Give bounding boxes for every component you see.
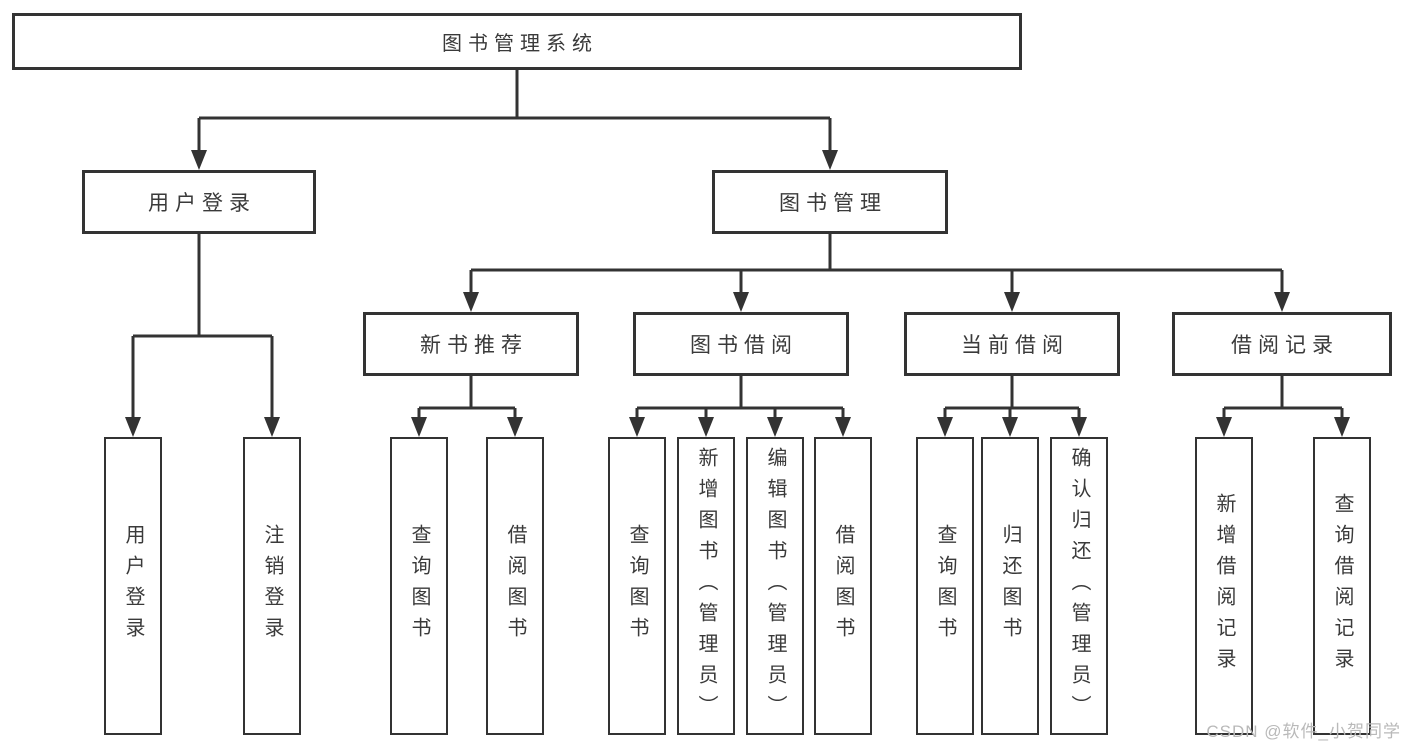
leaf-confirm-return-admin-label: 确认归还（管理员） xyxy=(1068,446,1090,726)
node-new-book-recommend-label: 新书推荐 xyxy=(420,334,528,357)
leaf-query-books-borrow-label: 查询图书 xyxy=(626,524,648,648)
leaf-return-book: 归还图书 xyxy=(981,437,1039,735)
node-book-borrow-label: 图书借阅 xyxy=(690,334,798,357)
node-user-login-label: 用户登录 xyxy=(148,192,256,215)
leaf-confirm-return-admin: 确认归还（管理员） xyxy=(1050,437,1108,735)
leaf-return-book-label: 归还图书 xyxy=(999,524,1021,648)
leaf-query-books-current: 查询图书 xyxy=(916,437,974,735)
leaf-query-borrow-record-label: 查询借阅记录 xyxy=(1331,493,1353,679)
leaf-borrow-books-recommend: 借阅图书 xyxy=(486,437,544,735)
leaf-add-borrow-record: 新增借阅记录 xyxy=(1195,437,1253,735)
leaf-borrow-books: 借阅图书 xyxy=(814,437,872,735)
leaf-user-login-label: 用户登录 xyxy=(122,524,144,648)
node-book-borrow: 图书借阅 xyxy=(633,312,849,376)
csdn-watermark: CSDN @软件_小贺同学 xyxy=(1206,722,1401,741)
leaf-add-book-admin: 新增图书（管理员） xyxy=(677,437,735,735)
leaf-query-books-recommend: 查询图书 xyxy=(390,437,448,735)
node-new-book-recommend: 新书推荐 xyxy=(363,312,579,376)
leaf-query-borrow-record: 查询借阅记录 xyxy=(1313,437,1371,735)
leaf-add-book-admin-label: 新增图书（管理员） xyxy=(695,446,717,726)
leaf-query-books-recommend-label: 查询图书 xyxy=(408,524,430,648)
leaf-edit-book-admin-label: 编辑图书（管理员） xyxy=(764,446,786,726)
leaf-logout-label: 注销登录 xyxy=(261,524,283,648)
leaf-logout: 注销登录 xyxy=(243,437,301,735)
leaf-query-books-current-label: 查询图书 xyxy=(934,524,956,648)
node-book-management: 图书管理 xyxy=(712,170,948,234)
node-book-management-label: 图书管理 xyxy=(779,192,887,215)
leaf-borrow-books-label: 借阅图书 xyxy=(832,524,854,648)
leaf-add-borrow-record-label: 新增借阅记录 xyxy=(1213,493,1235,679)
leaf-user-login: 用户登录 xyxy=(104,437,162,735)
leaf-borrow-books-recommend-label: 借阅图书 xyxy=(504,524,526,648)
node-borrow-records-label: 借阅记录 xyxy=(1231,334,1339,357)
node-current-borrow: 当前借阅 xyxy=(904,312,1120,376)
node-root-label: 图书管理系统 xyxy=(442,33,598,55)
leaf-edit-book-admin: 编辑图书（管理员） xyxy=(746,437,804,735)
node-borrow-records: 借阅记录 xyxy=(1172,312,1392,376)
node-current-borrow-label: 当前借阅 xyxy=(961,334,1069,357)
node-root: 图书管理系统 xyxy=(12,13,1022,70)
node-user-login: 用户登录 xyxy=(82,170,316,234)
leaf-query-books-borrow: 查询图书 xyxy=(608,437,666,735)
